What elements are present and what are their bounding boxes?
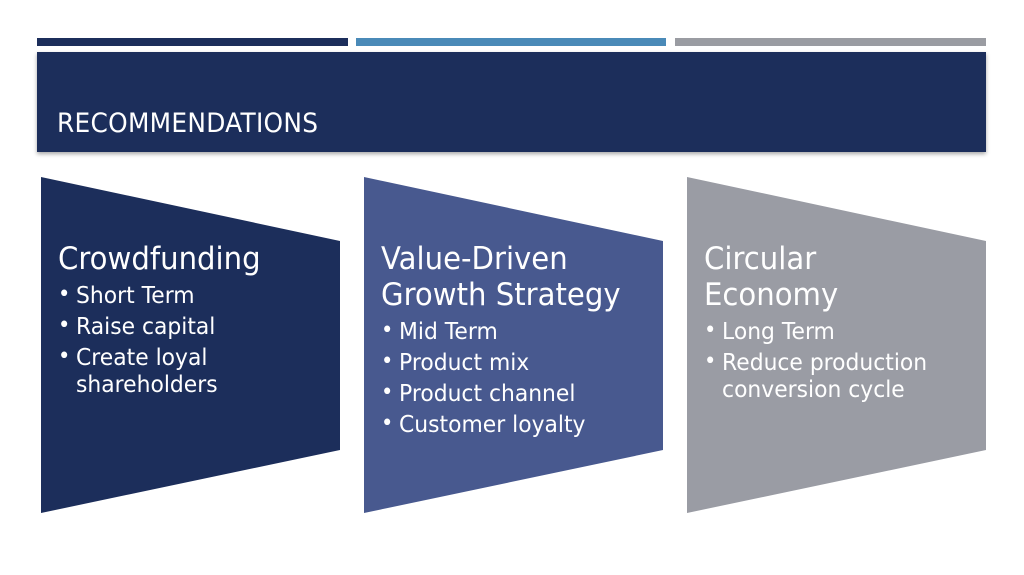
title-banner: Recommendations [37,52,986,152]
accent-bar-blue [356,38,666,46]
bullet-item: Product mix [381,348,643,377]
panel-circular-economy: Circular Economy Long Term Reduce produc… [687,177,986,513]
panel-heading-line-1: Circular [704,241,817,277]
panel-content: Circular Economy Long Term Reduce produc… [704,241,980,408]
slide-title: Recommendations [57,108,319,139]
bullet-item: Short Term [58,281,320,310]
bullet-item: Raise capital [58,312,320,341]
bullet-item: Customer loyalty [381,410,643,439]
bullet-item: Product channel [381,379,643,408]
panel-heading-line-2: Growth Strategy [381,277,621,313]
bullet-list: Short Term Raise capital Create loyal sh… [58,281,334,399]
bullet-list: Mid Term Product mix Product channel Cus… [381,317,657,439]
bullet-list: Long Term Reduce production conversion c… [704,317,980,404]
bullet-item: Long Term [704,317,966,346]
panel-value-driven-growth: Value-Driven Growth Strategy Mid Term Pr… [364,177,663,513]
bullet-item: Mid Term [381,317,643,346]
bullet-item: Create loyal shareholders [58,343,266,399]
panel-heading-line-1: Value-Driven [381,241,568,277]
panel-heading-line-2: Economy [704,277,839,313]
bullet-item: Reduce production conversion cycle [704,348,960,404]
accent-bar-navy [37,38,348,46]
panel-content: Value-Driven Growth Strategy Mid Term Pr… [381,241,657,443]
accent-bar-gray [675,38,986,46]
panel-crowdfunding: Crowdfunding Short Term Raise capital Cr… [41,177,340,513]
panel-content: Crowdfunding Short Term Raise capital Cr… [58,241,334,403]
panel-heading: Crowdfunding [58,241,261,277]
